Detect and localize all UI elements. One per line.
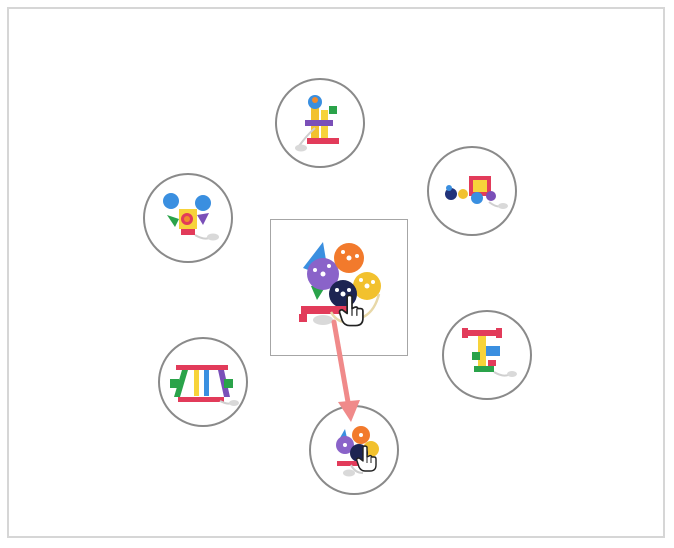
option-slot-top[interactable] — [275, 78, 365, 168]
flower-gear-toy-icon — [299, 242, 381, 325]
option-slot-upper-left[interactable] — [143, 173, 233, 263]
tower-with-ball-toy-icon — [295, 95, 339, 152]
flower-gear-toy-match-icon — [336, 426, 379, 477]
wheel-car-toy-icon — [445, 176, 508, 209]
draggable-toy-card[interactable] — [270, 219, 408, 356]
option-slot-lower-right[interactable] — [442, 310, 532, 400]
option-slot-bottom[interactable] — [309, 405, 399, 495]
twin-ball-robot-toy-icon — [163, 193, 219, 241]
option-slot-upper-right[interactable] — [427, 146, 517, 236]
option-slot-lower-left[interactable] — [158, 337, 248, 427]
crane-toy-icon — [462, 328, 517, 377]
swing-frame-toy-icon — [170, 365, 239, 406]
